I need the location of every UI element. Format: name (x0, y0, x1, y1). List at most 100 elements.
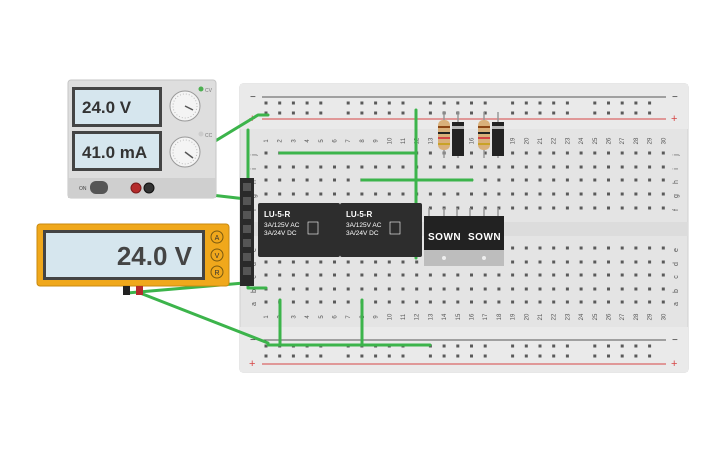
breadboard-hole[interactable] (634, 165, 638, 169)
breadboard-hole[interactable] (524, 260, 528, 264)
breadboard-hole[interactable] (428, 111, 432, 115)
breadboard-hole[interactable] (264, 101, 268, 105)
breadboard-hole[interactable] (374, 287, 378, 291)
breadboard-hole[interactable] (346, 192, 350, 196)
breadboard-hole[interactable] (264, 111, 268, 115)
breadboard-hole[interactable] (319, 273, 323, 277)
breadboard-hole[interactable] (333, 178, 336, 182)
breadboard-hole[interactable] (333, 260, 336, 264)
power-switch[interactable] (90, 181, 108, 194)
breadboard-hole[interactable] (579, 165, 583, 169)
breadboard-hole[interactable] (483, 165, 487, 169)
breadboard-hole[interactable] (538, 354, 542, 358)
breadboard-hole[interactable] (497, 192, 501, 196)
breadboard-hole[interactable] (456, 192, 460, 196)
breadboard-hole[interactable] (483, 354, 487, 358)
breadboard-hole[interactable] (579, 151, 583, 155)
breadboard-hole[interactable] (456, 300, 460, 304)
breadboard-hole[interactable] (442, 273, 446, 277)
breadboard-hole[interactable] (538, 192, 542, 196)
breadboard-hole[interactable] (634, 300, 638, 304)
breadboard-hole[interactable] (470, 165, 473, 169)
breadboard-hole[interactable] (428, 273, 432, 277)
breadboard-hole[interactable] (360, 101, 364, 105)
breadboard-hole[interactable] (634, 151, 638, 155)
breadboard-hole[interactable] (593, 101, 597, 105)
breadboard-hole[interactable] (319, 101, 323, 105)
breadboard-hole[interactable] (648, 151, 652, 155)
breadboard-hole[interactable] (333, 165, 336, 169)
breadboard-hole[interactable] (524, 151, 528, 155)
breadboard-hole[interactable] (401, 300, 405, 304)
breadboard-hole[interactable] (538, 287, 542, 291)
breadboard-hole[interactable] (607, 273, 610, 277)
breadboard-hole[interactable] (538, 206, 542, 210)
breadboard-hole[interactable] (346, 273, 350, 277)
breadboard-hole[interactable] (565, 111, 569, 115)
breadboard-hole[interactable] (264, 344, 268, 348)
breadboard-hole[interactable] (415, 273, 419, 277)
breadboard-hole[interactable] (428, 300, 432, 304)
breadboard-hole[interactable] (291, 111, 295, 115)
breadboard-hole[interactable] (620, 260, 624, 264)
breadboard-hole[interactable] (428, 192, 432, 196)
breadboard-hole[interactable] (387, 354, 391, 358)
breadboard-hole[interactable] (593, 111, 597, 115)
multimeter[interactable]: 24.0 V A V R (36, 223, 230, 295)
switch-2[interactable]: SOWN (464, 208, 504, 266)
breadboard-hole[interactable] (524, 344, 528, 348)
breadboard-hole[interactable] (401, 165, 405, 169)
breadboard-hole[interactable] (456, 344, 460, 348)
breadboard-hole[interactable] (360, 260, 364, 264)
breadboard-hole[interactable] (524, 300, 528, 304)
breadboard-hole[interactable] (305, 287, 309, 291)
breadboard-hole[interactable] (483, 273, 487, 277)
breadboard-hole[interactable] (401, 273, 405, 277)
breadboard-hole[interactable] (620, 178, 624, 182)
breadboard-hole[interactable] (264, 178, 268, 182)
breadboard-hole[interactable] (607, 111, 610, 115)
breadboard-hole[interactable] (648, 287, 652, 291)
breadboard-hole[interactable] (291, 287, 295, 291)
breadboard-hole[interactable] (291, 300, 295, 304)
breadboard-hole[interactable] (442, 287, 446, 291)
breadboard-hole[interactable] (648, 344, 652, 348)
breadboard-hole[interactable] (511, 165, 515, 169)
breadboard-hole[interactable] (333, 300, 336, 304)
breadboard-hole[interactable] (278, 178, 282, 182)
breadboard-hole[interactable] (511, 151, 515, 155)
breadboard-hole[interactable] (565, 260, 569, 264)
breadboard-hole[interactable] (524, 246, 528, 250)
breadboard-hole[interactable] (524, 101, 528, 105)
breadboard-hole[interactable] (634, 273, 638, 277)
breadboard-hole[interactable] (552, 111, 556, 115)
breadboard-hole[interactable] (319, 287, 323, 291)
breadboard-hole[interactable] (579, 178, 583, 182)
breadboard-hole[interactable] (634, 206, 638, 210)
breadboard-hole[interactable] (497, 165, 501, 169)
breadboard-hole[interactable] (620, 165, 624, 169)
breadboard-hole[interactable] (374, 354, 378, 358)
breadboard-hole[interactable] (319, 260, 323, 264)
breadboard-hole[interactable] (552, 101, 556, 105)
breadboard-hole[interactable] (607, 178, 610, 182)
breadboard-hole[interactable] (661, 260, 665, 264)
breadboard-hole[interactable] (442, 101, 446, 105)
breadboard-hole[interactable] (346, 111, 350, 115)
breadboard-hole[interactable] (387, 165, 391, 169)
breadboard-hole[interactable] (346, 260, 350, 264)
breadboard-hole[interactable] (538, 260, 542, 264)
breadboard-hole[interactable] (305, 273, 309, 277)
breadboard-hole[interactable] (470, 344, 473, 348)
breadboard-hole[interactable] (552, 354, 556, 358)
breadboard-hole[interactable] (634, 260, 638, 264)
breadboard-hole[interactable] (278, 260, 282, 264)
breadboard-hole[interactable] (291, 354, 295, 358)
breadboard-hole[interactable] (442, 165, 446, 169)
breadboard-hole[interactable] (470, 111, 473, 115)
breadboard-hole[interactable] (278, 165, 282, 169)
breadboard-hole[interactable] (648, 178, 652, 182)
breadboard-hole[interactable] (401, 111, 405, 115)
breadboard-hole[interactable] (565, 192, 569, 196)
breadboard-hole[interactable] (538, 101, 542, 105)
